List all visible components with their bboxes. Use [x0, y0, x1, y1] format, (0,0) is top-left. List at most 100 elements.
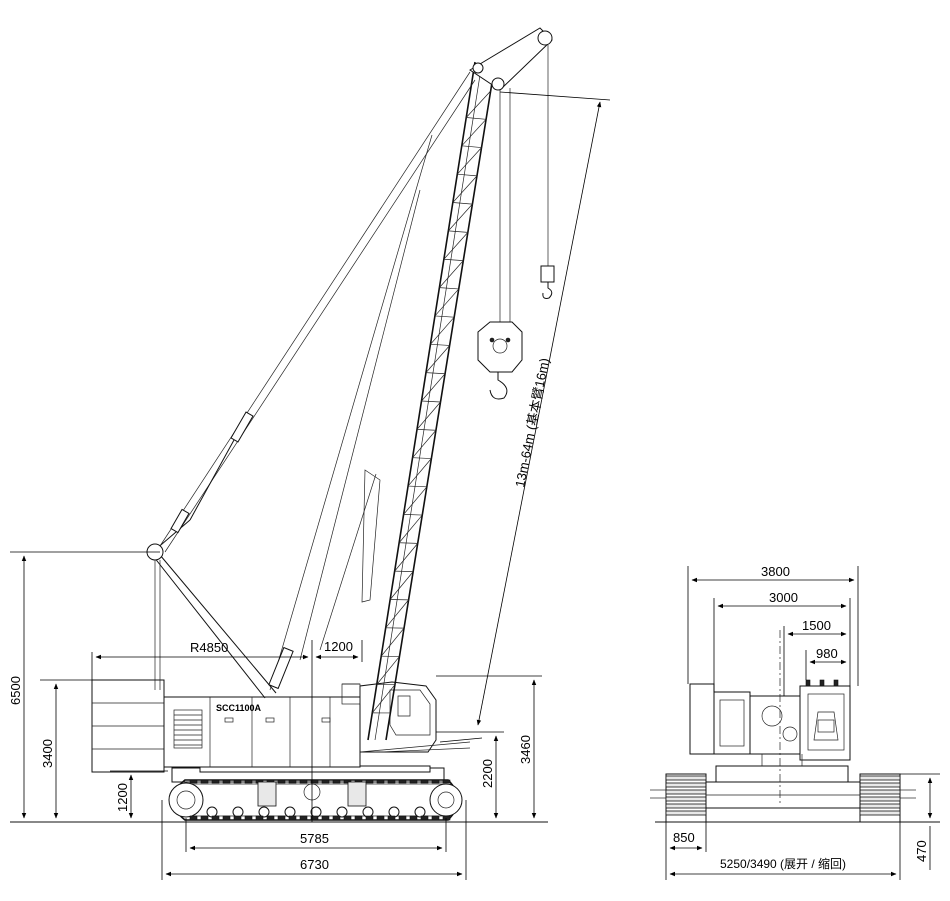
mast-and-pendants — [146, 71, 476, 699]
track-shoe — [299, 815, 308, 821]
track-shoe — [365, 779, 374, 784]
track-shoe — [420, 779, 429, 784]
lattice-brace — [408, 485, 427, 488]
lattice-brace — [394, 543, 418, 572]
track-shoe — [222, 815, 231, 821]
track-roller — [284, 806, 296, 818]
operator-cab — [341, 681, 471, 753]
lattice-brace — [389, 571, 414, 600]
track-frame-plate — [257, 781, 277, 807]
lattice-boom — [361, 27, 553, 741]
winch-drum — [713, 691, 751, 755]
track-shoe — [266, 815, 275, 821]
track-roller — [362, 806, 374, 818]
lattice-brace — [407, 458, 432, 487]
drive-sprocket — [168, 782, 204, 818]
track-shoe — [211, 815, 220, 821]
track-shoe — [189, 779, 198, 784]
track-shoe — [859, 796, 901, 802]
crawler-track — [168, 765, 463, 821]
track-shoe — [332, 779, 341, 784]
track-shoe — [343, 779, 352, 784]
dim-radius: R4850 — [190, 640, 228, 655]
track-shoe — [365, 815, 374, 821]
track-shoe — [288, 779, 297, 784]
lattice-brace — [412, 430, 437, 458]
dim-ground-clearance: 1200 — [115, 783, 130, 812]
track-frame-plate — [347, 781, 367, 807]
lattice-brace — [421, 373, 446, 402]
track-shoe — [244, 779, 253, 784]
track-roller — [258, 806, 270, 818]
track-shoe — [398, 779, 407, 784]
dim-cab-height: 3460 — [518, 735, 533, 764]
track-shoe — [431, 815, 440, 821]
lattice-brace — [376, 656, 400, 685]
track-roller — [336, 806, 348, 818]
upper-body: SCC1100A — [163, 696, 361, 768]
track-shoe — [332, 815, 341, 821]
lattice-brace — [452, 175, 478, 203]
single-line-hook-block — [540, 265, 555, 283]
lattice-brace — [448, 230, 468, 233]
lattice-brace — [443, 232, 469, 260]
track-shoe — [665, 796, 707, 802]
track-shoe — [859, 810, 901, 816]
lattice-brace — [439, 287, 459, 290]
lattice-brace — [399, 542, 418, 544]
track-shoe — [255, 815, 264, 821]
model-label: SCC1100A — [216, 703, 262, 713]
main-hook-block — [477, 321, 523, 373]
track-shoe — [431, 779, 440, 784]
track-shoe — [288, 815, 297, 821]
side-upper-works — [689, 630, 851, 804]
engine-grille — [173, 709, 203, 749]
track-shoe — [321, 779, 330, 784]
lattice-brace — [403, 486, 428, 515]
dim-w980: 980 — [816, 646, 838, 661]
track-shoe — [859, 782, 901, 788]
whip-hook — [542, 282, 553, 299]
lattice-brace — [372, 684, 396, 714]
track-shoe — [200, 779, 209, 784]
track-roller — [206, 806, 218, 818]
lattice-brace — [434, 288, 459, 317]
track-shoe — [233, 815, 242, 821]
lattice-brace — [385, 599, 409, 629]
lattice-brace — [430, 343, 450, 346]
idler-wheel — [429, 783, 463, 817]
track-shoe — [310, 779, 319, 784]
track-roller — [310, 806, 322, 818]
dim-pivot-offset: 1200 — [324, 639, 353, 654]
track-shoe — [310, 815, 319, 821]
dim-body-height: 2200 — [480, 759, 495, 788]
track-shoe — [859, 789, 901, 795]
dim-counterweight-top: 3400 — [40, 739, 55, 768]
lattice-brace — [443, 258, 464, 262]
track-roller — [232, 806, 244, 818]
track-shoe — [277, 815, 286, 821]
side-cab — [799, 685, 851, 761]
track-shoe — [354, 815, 363, 821]
lattice-brace — [421, 400, 441, 403]
track-shoe — [665, 789, 707, 795]
side-dimensions: 3800 3000 1500 980 850 5250/3490 (展开 / 缩… — [665, 564, 940, 880]
track-shoe — [277, 779, 286, 784]
machinery-house — [163, 696, 361, 768]
track-shoe — [200, 815, 209, 821]
lattice-brace — [457, 173, 477, 177]
lattice-brace — [403, 514, 423, 516]
dim-w3000: 3000 — [769, 590, 798, 605]
track-shoe — [321, 815, 330, 821]
track-roller — [414, 806, 426, 818]
track-shoe — [376, 815, 385, 821]
track-shoe — [299, 779, 308, 784]
lattice-brace — [448, 203, 473, 232]
machinery-block — [749, 695, 801, 755]
dim-track-gauge: 5250/3490 (展开 / 缩回) — [720, 856, 846, 871]
lattice-brace — [452, 202, 473, 205]
track-shoe — [665, 775, 707, 781]
track-shoe — [420, 815, 429, 821]
track-shoe — [409, 815, 418, 821]
